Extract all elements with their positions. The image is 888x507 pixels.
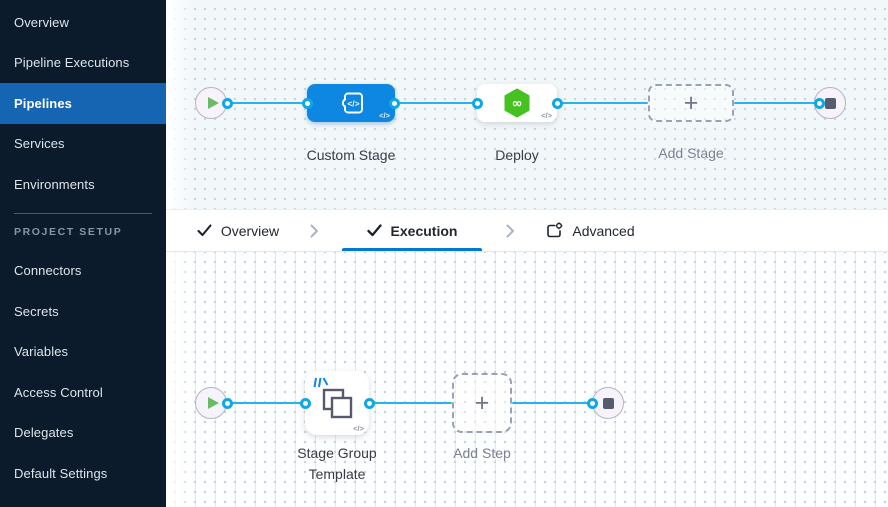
custom-stage-icon: </> (342, 92, 363, 114)
chevron-right-icon (506, 224, 514, 237)
port-custom-stage-in[interactable] (302, 97, 313, 109)
sidebar-item-overview[interactable]: Overview (14, 14, 69, 30)
sidebar-item-services[interactable]: Services (14, 136, 65, 152)
pipeline-studio-main: </> </> Custom Stage ∞ </> Deploy + (166, 0, 888, 507)
tab-overview[interactable]: Overview (182, 210, 294, 251)
custom-stage-label: Custom Stage (306, 147, 396, 163)
sidebar-item-secrets[interactable]: Secrets (14, 303, 59, 319)
canvas-left-fade (166, 0, 194, 209)
deploy-hexagon-icon: ∞ (504, 88, 530, 118)
stage-group-template-node[interactable]: </> (305, 371, 369, 435)
deploy-stage-label: Deploy (495, 147, 539, 163)
stage-group-icon (322, 388, 353, 419)
canvas-left-fade (166, 252, 194, 507)
tab-execution[interactable]: Execution (334, 210, 490, 251)
port-template-in[interactable] (300, 397, 311, 409)
play-icon (207, 397, 219, 409)
template-badge-icon (313, 377, 329, 388)
sidebar-item-delegates[interactable]: Delegates (14, 425, 74, 441)
sidebar-item-default-settings[interactable]: Default Settings (14, 465, 108, 481)
svg-text:</>: </> (347, 99, 359, 109)
code-badge-icon: </> (541, 111, 552, 120)
tab-separator (490, 210, 530, 251)
code-badge-icon: </> (353, 424, 364, 433)
port-deploy-out[interactable] (552, 97, 563, 109)
port-custom-stage-out[interactable] (389, 97, 400, 109)
deploy-stage-node[interactable]: ∞ </> (477, 84, 557, 122)
link-template-to-add-step (369, 402, 452, 404)
custom-stage-node[interactable]: </> </> (307, 84, 395, 122)
chevron-right-icon (310, 224, 318, 237)
port-end-in[interactable] (814, 97, 825, 109)
port-exec-end-in[interactable] (587, 397, 598, 409)
link-add-stage-to-end (734, 102, 819, 104)
execution-canvas: </> Stage Group Template + Add Step (166, 252, 888, 507)
plus-icon: + (683, 88, 699, 117)
link-start-to-template (227, 402, 305, 404)
sidebar: Overview Pipeline Executions Pipelines S… (0, 0, 166, 507)
port-exec-start-out[interactable] (222, 397, 233, 409)
add-stage-button[interactable]: + (648, 84, 734, 122)
stage-config-tabbar: Overview Execution (166, 209, 888, 252)
active-tab-underline (342, 248, 482, 251)
stage-pipeline-canvas: </> </> Custom Stage ∞ </> Deploy + (166, 0, 888, 209)
add-step-button[interactable]: + (452, 373, 512, 433)
port-template-out[interactable] (364, 397, 375, 409)
plus-icon: + (474, 388, 490, 417)
add-stage-label: Add Stage (658, 145, 724, 161)
sidebar-item-environments[interactable]: Environments (14, 176, 95, 192)
port-start-out[interactable] (222, 97, 233, 109)
tab-separator (294, 210, 334, 251)
tab-overview-label: Overview (220, 222, 280, 239)
stage-group-template-label: Stage Group Template (277, 443, 397, 485)
link-add-step-to-end (512, 402, 592, 404)
pipeline-start-node (195, 87, 227, 119)
project-setup-list: Connectors Secrets Variables Access Cont… (0, 251, 166, 494)
sidebar-item-variables[interactable]: Variables (14, 344, 69, 360)
link-deploy-to-add-stage (557, 102, 648, 104)
sidebar-divider (14, 212, 152, 214)
play-icon (207, 97, 219, 109)
check-icon (197, 224, 212, 237)
advanced-gear-icon (547, 222, 563, 238)
code-badge-icon: </> (379, 111, 390, 120)
port-deploy-in[interactable] (472, 97, 483, 109)
stop-icon (824, 97, 836, 109)
svg-text:∞: ∞ (512, 97, 523, 112)
stage-group-template-label-line1: Stage Group (297, 445, 377, 461)
sidebar-item-access-control[interactable]: Access Control (14, 384, 103, 400)
stop-icon (602, 397, 614, 409)
stage-group-template-label-line2: Template (308, 466, 366, 482)
execution-start-node (195, 387, 227, 419)
add-step-label: Add Step (453, 445, 511, 461)
project-setup-heading: PROJECT SETUP (14, 225, 123, 238)
check-icon (366, 224, 382, 237)
sidebar-item-pipeline-executions[interactable]: Pipeline Executions (14, 55, 130, 71)
tab-advanced-label: Advanced (572, 222, 635, 239)
sidebar-item-pipelines[interactable]: Pipelines (0, 83, 166, 124)
sidebar-item-connectors[interactable]: Connectors (14, 263, 82, 279)
link-start-to-custom-stage (227, 102, 307, 104)
tab-execution-label: Execution (390, 222, 458, 239)
tab-advanced[interactable]: Advanced (530, 210, 650, 251)
link-custom-stage-to-deploy (394, 102, 477, 104)
